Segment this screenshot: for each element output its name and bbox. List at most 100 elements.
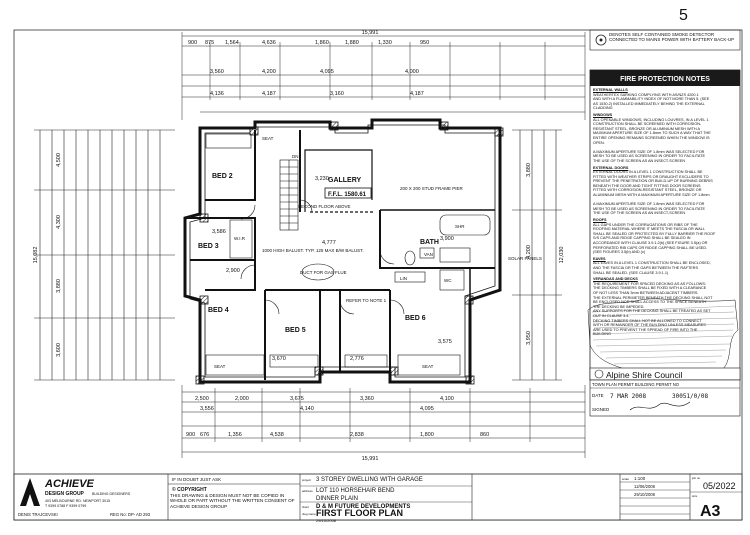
svg-text:2,500: 2,500 [195, 396, 209, 402]
svg-text:1,800: 1,800 [420, 432, 434, 438]
ffl-label: F.F.L. 1580.61 [328, 192, 367, 198]
fire-note-heading: EXTERNAL DOORS [593, 165, 629, 170]
fire-note-line: THE DECKING BE IMPEDED. [593, 304, 645, 309]
stamp-permit-no: 30051/0/08 [672, 393, 709, 400]
fire-notes-title: FIRE PROTECTION NOTES [620, 76, 710, 83]
fire-note-line: A MAXIMUM APERTURE SIZE OF 1.8mm WAS SEL… [593, 149, 705, 154]
svg-text:4,636: 4,636 [262, 40, 276, 46]
firm-sub: DESIGN GROUP [45, 491, 85, 497]
firm-address: 403 MELBOURNE RD. NEWPORT 3015 [45, 499, 110, 503]
svg-text:1,564: 1,564 [225, 40, 239, 46]
site-address: LOT 110 HORSEHAIR BEND [316, 488, 395, 494]
room-bath: BATH [420, 239, 439, 246]
fire-note-line: THE USE OF THE SCREEN AS AN INSECT-SCREE… [593, 158, 686, 163]
svg-text:address: address [302, 489, 313, 493]
svg-text:3,880: 3,880 [56, 279, 62, 293]
fire-note-line: MESH TO BE USED AS SCREENING IN ORDER TO… [593, 206, 706, 211]
fire-note-line: ROOFING MATERIAL WHERE IT MEETS THE FASC… [593, 227, 705, 232]
built-ins [205, 133, 465, 376]
svg-text:3,360: 3,360 [360, 396, 374, 402]
fire-note-line: ARE USED TO PREVENT THE SPREAD OF FIRE I… [593, 327, 698, 332]
fire-note-line: ALL GAPS UNDER THE CORRUGATIONS OR RIBS … [593, 222, 698, 227]
fire-note-heading: EXTERNAL WALLS [593, 88, 628, 92]
fire-notes-panel: FIRE PROTECTION NOTES EXTERNAL WALLSWEAT… [589, 69, 741, 381]
signature-mark [629, 401, 691, 411]
svg-text:4,100: 4,100 [440, 396, 454, 402]
firm-tag: BUILDING DESIGNERS [92, 492, 131, 496]
scale: 1:100 [634, 476, 646, 481]
fire-note-line: EXTERNAL DOORS IN A LEVEL 1 CONSTRUCTION… [593, 170, 703, 175]
stamp-date-label: DATE [592, 393, 604, 398]
svg-text:WC: WC [444, 278, 452, 283]
fire-note-line: ANY SUPPORTS FOR THE DECKING SHALL BE TR… [593, 309, 711, 314]
svg-text:3,670: 3,670 [272, 356, 286, 362]
svg-text:860: 860 [480, 432, 489, 438]
svg-text:4,538: 4,538 [270, 432, 284, 438]
svg-text:950: 950 [420, 40, 429, 46]
duct-marker [301, 263, 335, 281]
svg-text:4,200: 4,200 [262, 69, 276, 75]
smoke-detector-icon [595, 34, 607, 46]
revision-1: 12/06/2008 [634, 484, 656, 489]
svg-text:4,187: 4,187 [410, 91, 424, 97]
drawing-name: FIRST FLOOR PLAN [316, 508, 403, 518]
svg-text:3,160: 3,160 [330, 91, 344, 97]
fire-note-line: BUILDING [593, 332, 611, 337]
job-number: 05/2022 [703, 481, 736, 491]
fire-note-line: RESISTANT STEEL, BRONZE OR ALUMINIUM MES… [593, 126, 701, 131]
svg-text:LIN: LIN [400, 276, 407, 281]
svg-text:3,950: 3,950 [526, 331, 532, 345]
drawing-date: 29/10/2008 [316, 518, 337, 523]
svg-text:3,675: 3,675 [290, 396, 304, 402]
stamp-row1: TOWN PLAN PERMIT BUILDING PERMIT NO [592, 382, 680, 387]
svg-text:4,300: 4,300 [56, 215, 62, 229]
fire-note-line: AND THE FASCIA OR THE GAPS BETWEEN THE R… [593, 265, 699, 270]
svg-text:REFER TO NOTE 1: REFER TO NOTE 1 [346, 298, 387, 303]
stamp-signed: SIGNED [592, 407, 610, 412]
svg-text:3,560: 3,560 [210, 69, 224, 75]
fire-note-heading: VERANDAS AND DECKS [593, 277, 638, 282]
fire-note-line: FITTED WITH WEATHER STRIPS OR DRAUGHT EX… [593, 174, 709, 179]
firm-phone: T 9399 0788 F 9399 0799 [45, 504, 86, 508]
fire-note-line: PREVENT THE PENETRATION OR BUILD-UP OF B… [593, 179, 713, 184]
fire-note-line: BE ENCLOSED NOR SHALL ACCESS TO THE SPAC… [593, 300, 707, 305]
designer-name: DENIS TRAJCEVSKI [18, 512, 58, 517]
svg-text:job no: job no [691, 476, 701, 480]
door-swings [240, 199, 405, 315]
svg-text:676: 676 [200, 432, 209, 438]
svg-text:875: 875 [205, 40, 214, 46]
fire-note-line: ALL EAVES IN A LEVEL 1 CONSTRUCTION SHAL… [593, 261, 711, 266]
svg-text:2,000: 2,000 [235, 396, 249, 402]
doubt-warning: IF IN DOUBT JUST ASK [172, 477, 221, 482]
svg-text:4,200: 4,200 [526, 245, 532, 259]
council-logo-icon [594, 369, 604, 379]
dimension-texts: 15,991 900 875 1,564 4,636 1,860 1,880 1… [33, 30, 565, 462]
svg-text:3,556: 3,556 [200, 406, 214, 412]
fire-note-line: BENEATH THE DOOR AND TIGHT FITTING DOOR … [593, 183, 701, 188]
fire-note-line: FITTED WITH CORROSION-RESISTANT STEEL, B… [593, 188, 702, 193]
fire-note-line: THE USE OF THE SCREEN AS AN INSECT-SCREE… [593, 211, 686, 216]
plan-notes: SECOND FLOOR ABOVE 1000 HIGH BALUST. TYP… [214, 136, 542, 369]
svg-text:900: 900 [186, 432, 195, 438]
bath-fixtures [394, 214, 491, 283]
registration: REG No: DP- AD 293 [110, 512, 151, 517]
fire-note-line: PERFORATED RIB CAPS OR RIDGE CAPPING SHA… [593, 245, 708, 250]
sheet-size: A3 [700, 503, 721, 520]
svg-text:3,586: 3,586 [212, 229, 226, 235]
svg-text:DN: DN [292, 154, 299, 159]
svg-text:3,230: 3,230 [315, 176, 329, 182]
svg-text:2,776: 2,776 [350, 356, 364, 362]
fire-note-line: WEATHERTEX SARKING COMPLYING WITH AS/NZS… [593, 92, 699, 97]
svg-text:SHR: SHR [455, 224, 465, 229]
svg-text:15,082: 15,082 [33, 247, 39, 264]
council-name: Alpine Shire Council [606, 370, 683, 380]
svg-text:3,575: 3,575 [438, 339, 452, 345]
room-bed4: BED 4 [208, 307, 229, 314]
svg-text:2,838: 2,838 [350, 432, 364, 438]
room-bed6: BED 6 [405, 315, 426, 322]
room-bed5: BED 5 [285, 327, 306, 334]
fire-note-line: SHALL BE SEALED OR PROTECTED BY FULLY BA… [593, 231, 716, 236]
svg-text:scale: scale [622, 477, 629, 481]
svg-text:project: project [302, 478, 311, 482]
